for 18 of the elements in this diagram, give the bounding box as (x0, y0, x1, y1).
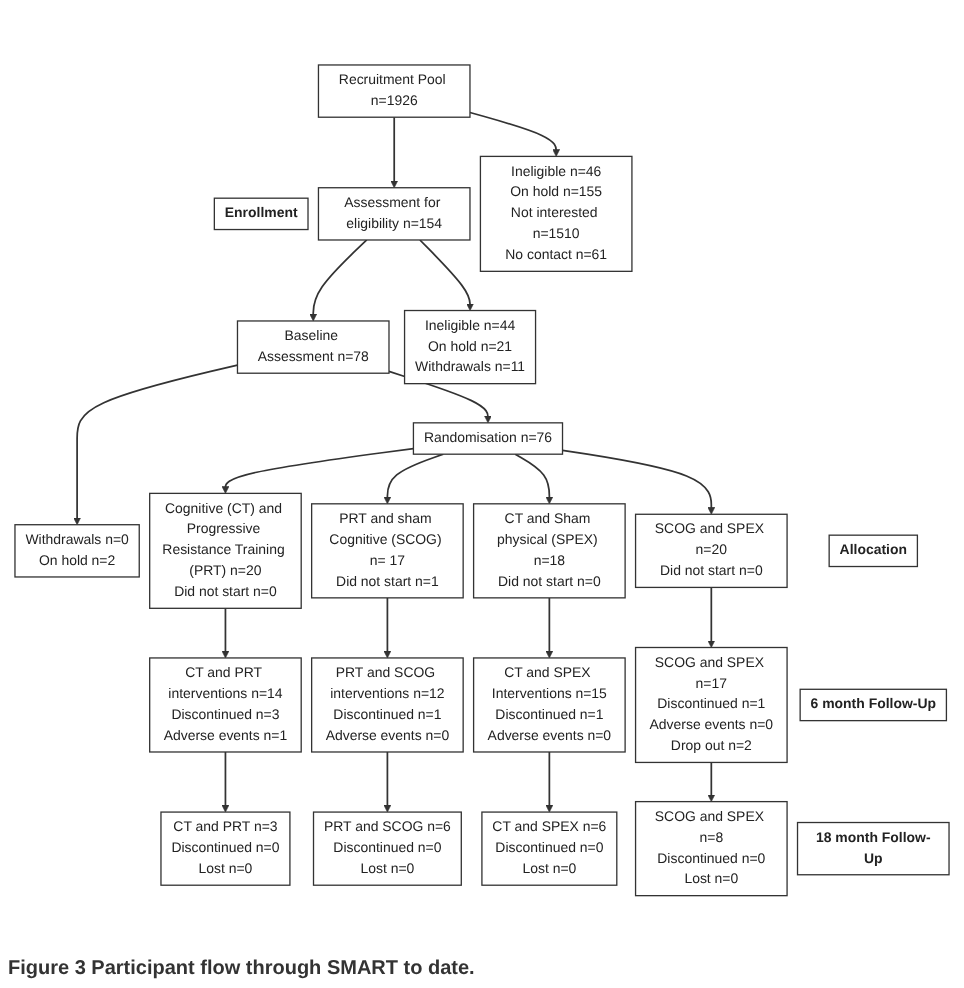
arrow (221, 608, 230, 659)
figure-caption: Figure 3 Participant flow through SMART to date. (8, 958, 477, 980)
arrow (561, 450, 716, 516)
arrow (707, 762, 716, 803)
arrow (383, 597, 392, 659)
arrow (390, 117, 399, 189)
arrow (469, 112, 560, 158)
arrow (383, 454, 445, 505)
arrow (545, 597, 554, 659)
arrow (221, 448, 415, 495)
arrow (73, 364, 239, 526)
arrow (514, 454, 554, 505)
arrow (221, 751, 230, 814)
arrow (383, 751, 392, 814)
arrow (419, 239, 474, 312)
arrow (309, 239, 368, 322)
arrow (545, 751, 554, 814)
arrow (707, 587, 716, 649)
